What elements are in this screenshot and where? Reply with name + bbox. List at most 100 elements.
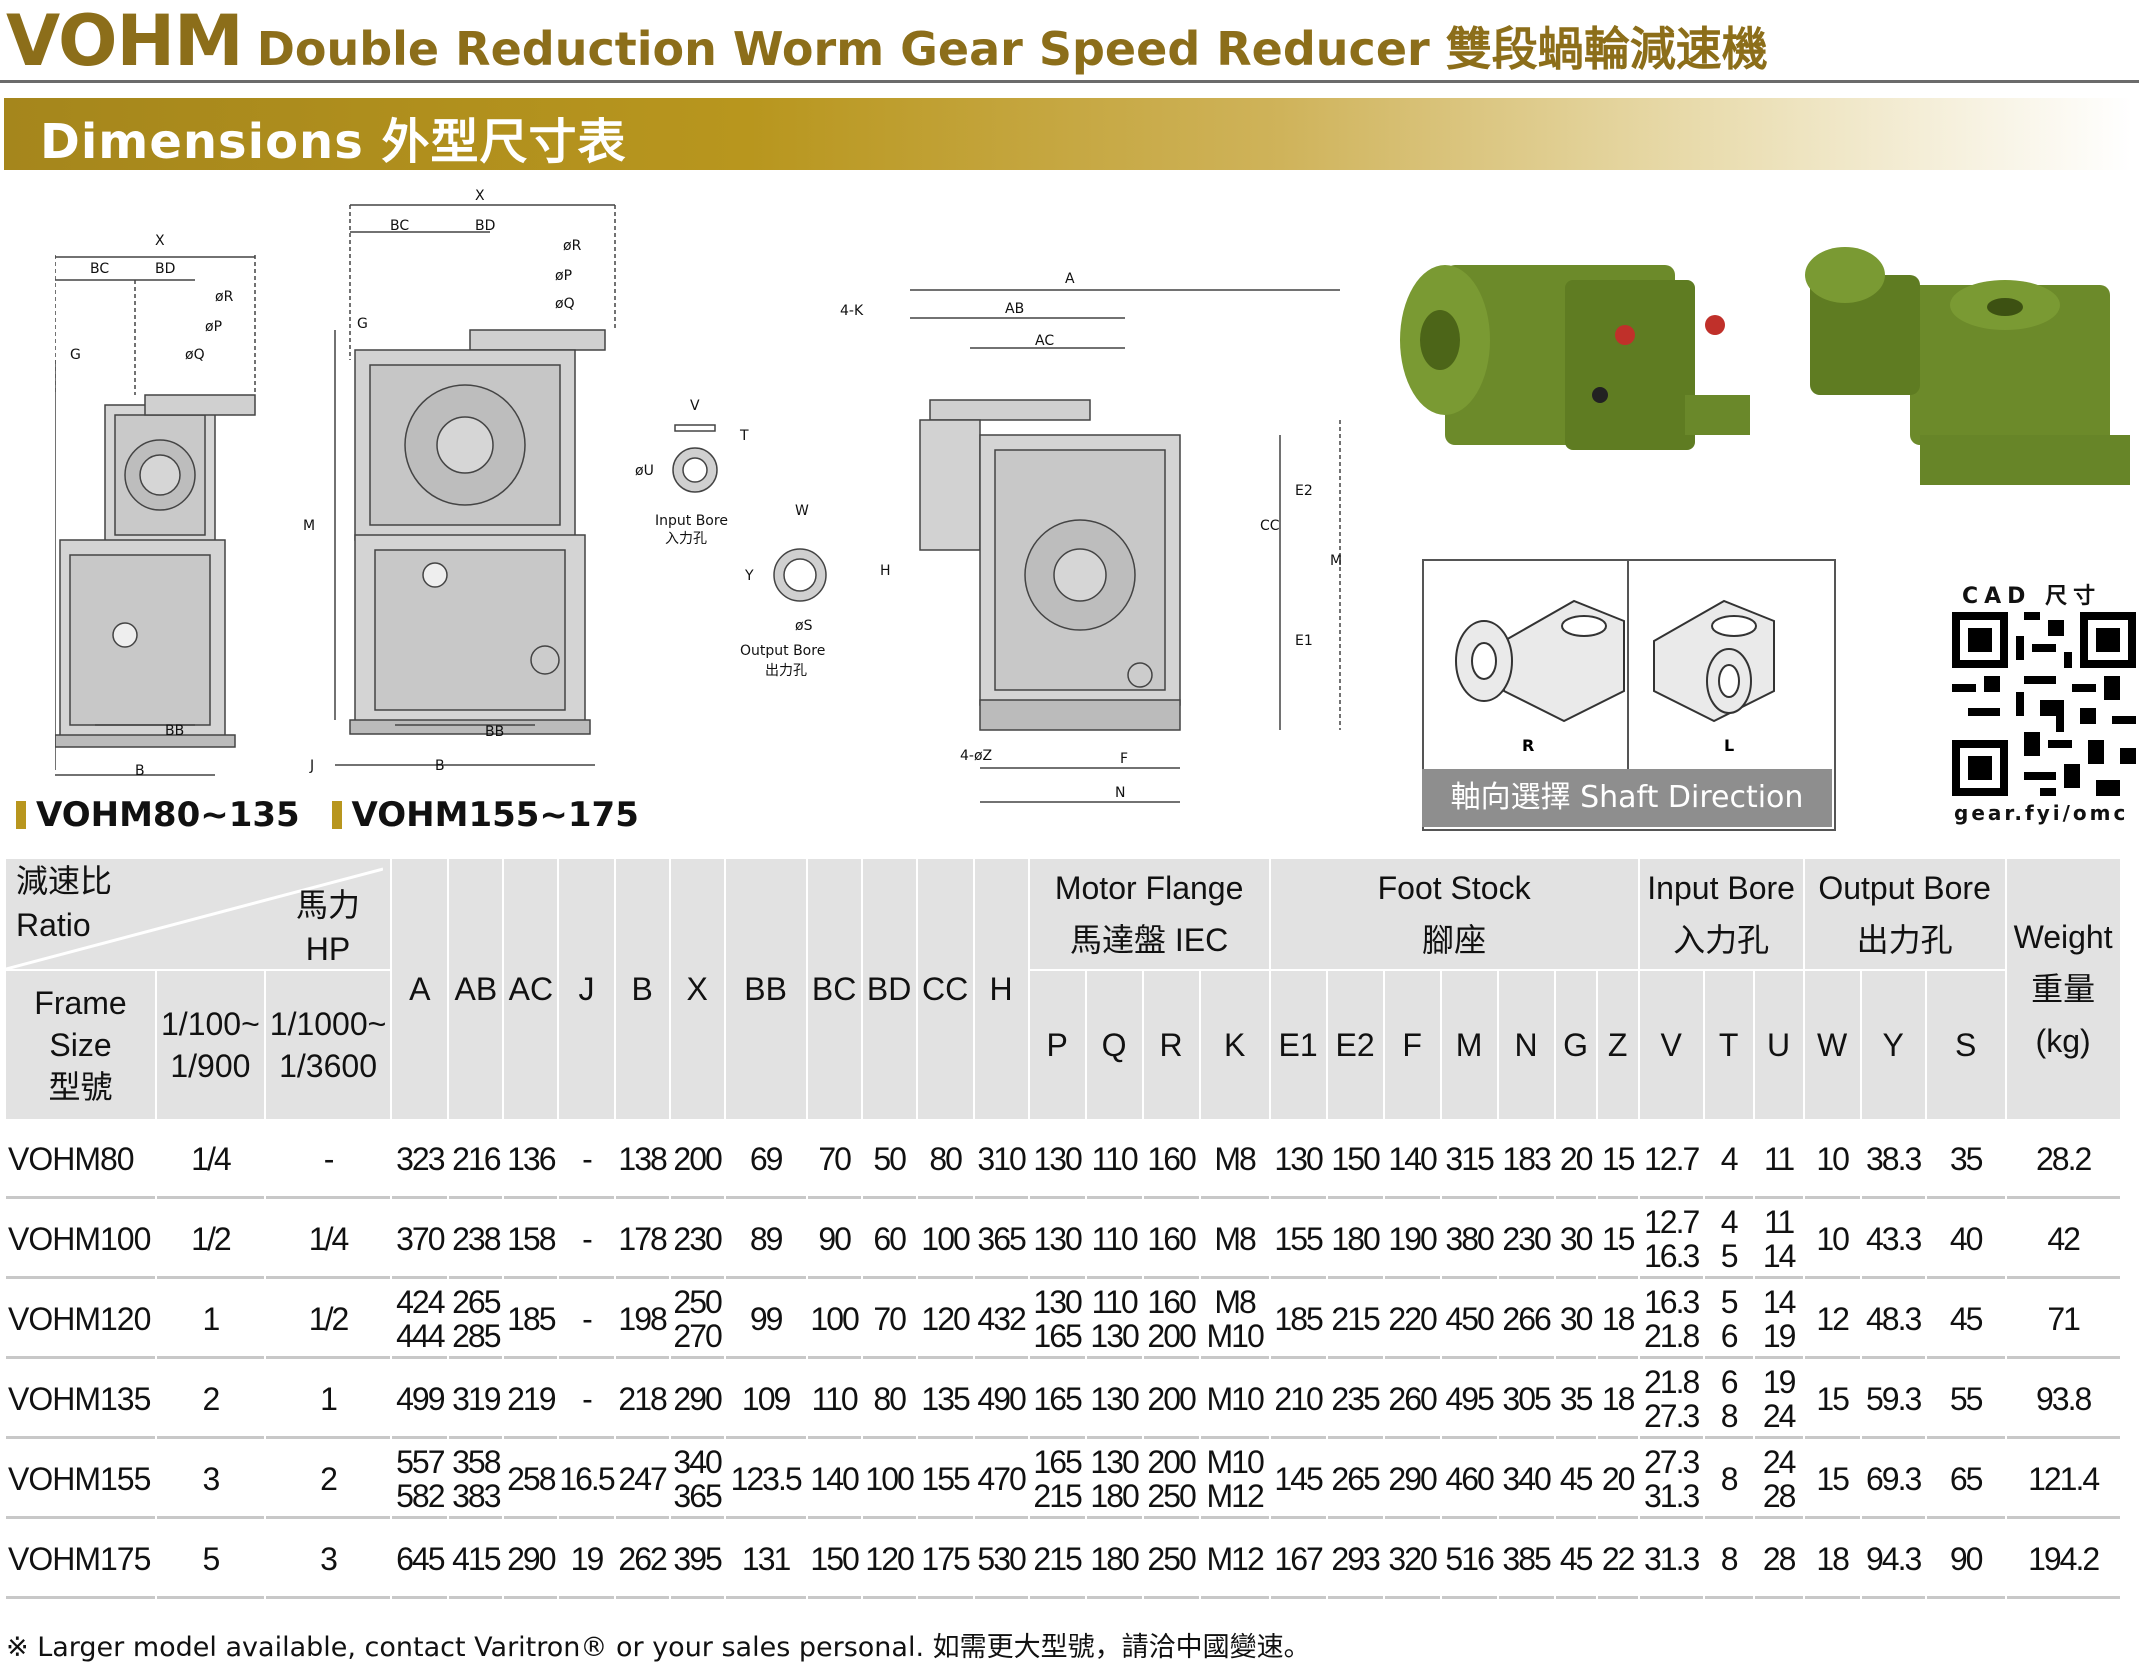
gear-photo-front	[1400, 265, 1750, 450]
svg-text:BD: BD	[475, 218, 495, 234]
cell-g: 30	[1555, 1281, 1596, 1359]
cell-value: 200	[1147, 1443, 1196, 1480]
cell-value: 43.3	[1865, 1220, 1922, 1257]
cell-value: 194.2	[2028, 1540, 2100, 1577]
cell-ab: 319	[449, 1361, 503, 1439]
cell-cc: 135	[917, 1361, 973, 1439]
cell-value: 20	[1601, 1460, 1636, 1497]
cell-value: 16.3	[1643, 1283, 1700, 1320]
cell-value: M12	[1206, 1540, 1264, 1577]
cell-model: VOHM120	[6, 1281, 155, 1359]
cell-w: 15	[1804, 1361, 1860, 1439]
cell-value: 131	[741, 1540, 791, 1577]
cell-w: 10	[1804, 1121, 1860, 1199]
cell-v: 12.7	[1639, 1121, 1703, 1199]
cell-value: 490	[977, 1380, 1026, 1417]
col-AB: AB	[449, 859, 503, 1119]
cell-z: 22	[1597, 1521, 1638, 1599]
cell-value: 470	[977, 1460, 1026, 1497]
cell-value: 210	[1274, 1380, 1323, 1417]
cell-cc: 120	[917, 1281, 973, 1359]
spec-table: 減速比 Ratio 馬力 HP A AB AC J B X BB BC BD C…	[4, 857, 2122, 1601]
ratio-label-en: Ratio	[16, 907, 91, 943]
qr-footer: gear.fyi/omc	[1954, 801, 2129, 825]
cell-ac: 185	[504, 1281, 558, 1359]
cell-e2: 150	[1327, 1121, 1383, 1199]
cell-h: 432	[974, 1281, 1028, 1359]
cell-m: 516	[1441, 1521, 1497, 1599]
cell-value: 19	[1762, 1317, 1797, 1354]
cell-y: 43.3	[1861, 1201, 1925, 1279]
cell-value: 15	[1601, 1220, 1636, 1257]
cell-e2: 215	[1327, 1281, 1383, 1359]
cell-value: 27.3	[1643, 1443, 1700, 1480]
svg-text:4-K: 4-K	[840, 303, 864, 319]
cell-kg: 71	[2006, 1281, 2120, 1359]
cell-ratio-high: 1/2	[265, 1281, 391, 1359]
cell-value: 123.5	[730, 1460, 803, 1497]
shaft-label-r: R	[1522, 736, 1534, 755]
cell-value: 15	[1816, 1460, 1850, 1497]
cell-value: 305	[1502, 1380, 1551, 1417]
cell-value: 130	[1033, 1220, 1082, 1257]
svg-text:T: T	[739, 428, 749, 444]
qr-code[interactable]	[1952, 612, 2136, 796]
cell-value: 24	[1762, 1443, 1797, 1480]
cell-value: 530	[977, 1540, 1026, 1577]
cell-ab: 415	[449, 1521, 503, 1599]
cell-value: 365	[673, 1477, 722, 1514]
cell-value: 180	[1090, 1477, 1139, 1514]
qr-title: CAD 尺寸	[1962, 584, 2102, 609]
cell-value: 130	[1090, 1317, 1139, 1354]
cell-value: 395	[673, 1540, 722, 1577]
input-bore-label-en: Input Bore	[655, 513, 728, 529]
cell-bc: 100	[807, 1281, 861, 1359]
col-BC: BC	[807, 859, 861, 1119]
shaft-direction-caption: 軸向選擇 Shaft Direction	[1422, 769, 1832, 827]
cell-value: 158	[507, 1220, 556, 1257]
cell-value: 45	[1559, 1460, 1594, 1497]
cell-m: 380	[1441, 1201, 1497, 1279]
cell-value: -	[582, 1300, 593, 1337]
cell-value: 4	[1720, 1203, 1739, 1240]
cell-value: 42	[2047, 1220, 2081, 1257]
cell-ac: 219	[504, 1361, 558, 1439]
cell-j: -	[559, 1281, 614, 1359]
cell-value: 415	[452, 1540, 501, 1577]
cell-n: 183	[1498, 1121, 1554, 1199]
cell-value: 71	[2047, 1300, 2081, 1337]
cell-value: 293	[1331, 1540, 1380, 1577]
col-BB: BB	[725, 859, 806, 1119]
cell-a: 499	[392, 1361, 448, 1439]
cell-value: 165	[1033, 1443, 1082, 1480]
cell-ab: 238	[449, 1201, 503, 1279]
cell-r: 250	[1143, 1521, 1199, 1599]
cell-value: 258	[507, 1460, 556, 1497]
cell-value: 121.4	[2028, 1460, 2100, 1497]
cell-value: 130	[1274, 1140, 1323, 1177]
cell-model: VOHM135	[6, 1361, 155, 1439]
cell-value: 220	[1388, 1300, 1437, 1337]
cell-n: 266	[1498, 1281, 1554, 1359]
svg-text:BB: BB	[165, 723, 184, 739]
cell-value: 380	[1445, 1220, 1494, 1257]
cell-h: 470	[974, 1441, 1028, 1519]
cell-k: M12	[1200, 1521, 1269, 1599]
cell-value: 12	[1816, 1300, 1850, 1337]
cell-value: 235	[1331, 1380, 1380, 1417]
cell-k: M8	[1200, 1121, 1269, 1199]
cell-x: 290	[670, 1361, 724, 1439]
cell-value: 12.7	[1643, 1203, 1700, 1240]
cell-value: 16.3	[1643, 1237, 1700, 1274]
cell-value: 320	[1388, 1540, 1437, 1577]
